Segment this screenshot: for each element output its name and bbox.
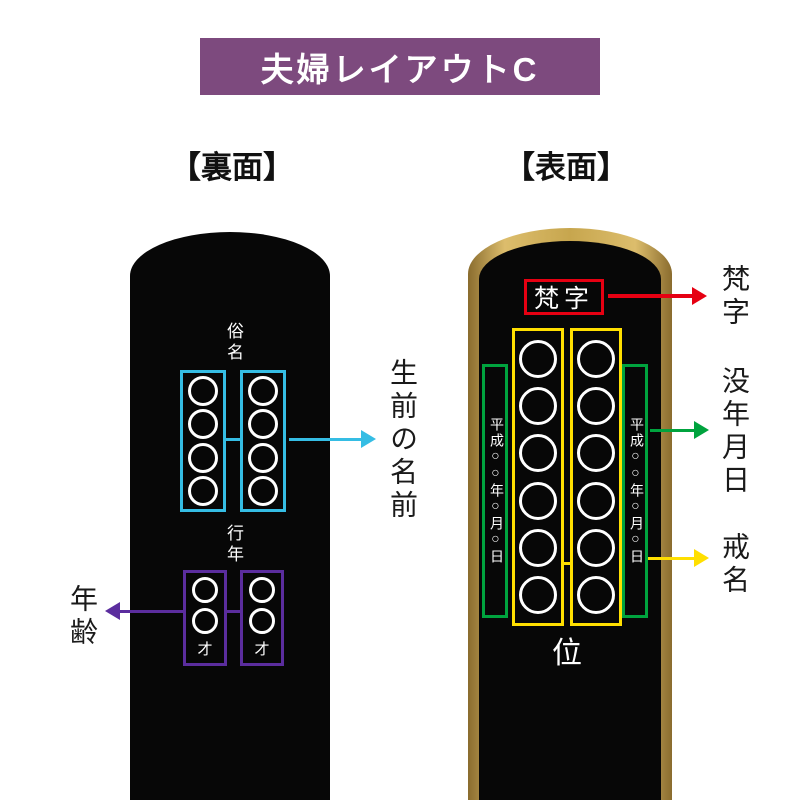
- name-char-placeholder: [188, 475, 218, 506]
- age-char-placeholder: [249, 607, 275, 634]
- back-side-heading: 【裏面】: [170, 150, 294, 185]
- secular-name-label: 俗名: [224, 322, 243, 364]
- kaimyo-char-placeholder: [519, 434, 557, 473]
- kaimyo-char-placeholder: [519, 340, 557, 379]
- cyan-connector-line: [226, 438, 240, 441]
- kaimyo-char-placeholder: [519, 387, 557, 426]
- red-arrow-line: [608, 294, 692, 298]
- bonji-box: 梵字: [524, 279, 604, 315]
- sai-label: 才: [197, 641, 213, 658]
- yellow-connector-line: [564, 562, 570, 565]
- name-char-placeholder: [248, 475, 278, 506]
- name-char-placeholder: [188, 409, 218, 440]
- kaimyo-char-placeholder: [519, 528, 557, 567]
- name-char-placeholder: [188, 376, 218, 407]
- kaimyo-char-placeholder: [577, 387, 615, 426]
- front-side-heading: 【表面】: [504, 150, 628, 185]
- age-char-placeholder: [249, 577, 275, 604]
- secular-name-box-right: [240, 370, 286, 512]
- age-box-right: 才: [240, 570, 284, 666]
- death-date-annotation: 没年月日: [719, 366, 750, 498]
- death-date-text: 平成○○年○月○日: [628, 417, 643, 565]
- death-date-column-left: 平成○○年○月○日: [482, 364, 508, 618]
- age-char-placeholder: [192, 577, 218, 604]
- purple-arrow-line: [120, 610, 183, 613]
- secular-name-box-left: [180, 370, 226, 512]
- cyan-arrowhead-icon: [361, 430, 376, 448]
- yellow-arrowhead-icon: [694, 549, 709, 567]
- name-char-placeholder: [248, 376, 278, 407]
- kaimyo-box-left: [512, 328, 564, 626]
- page-title: 夫婦レイアウトC: [200, 38, 600, 95]
- green-arrow-line: [650, 429, 694, 432]
- kaimyo-char-placeholder: [577, 575, 615, 614]
- kaimyo-char-placeholder: [519, 575, 557, 614]
- kaimyo-box-right: [570, 328, 622, 626]
- bonji-annotation: 梵字: [719, 264, 750, 330]
- kaimyo-char-placeholder: [577, 481, 615, 520]
- purple-connector-line: [227, 610, 240, 613]
- death-date-column-right: 平成○○年○月○日: [622, 364, 648, 618]
- rank-label: 位: [552, 637, 582, 670]
- name-char-placeholder: [248, 442, 278, 473]
- sai-label: 才: [254, 641, 270, 658]
- kaimyo-char-placeholder: [519, 481, 557, 520]
- name-char-placeholder: [188, 442, 218, 473]
- age-char-placeholder: [192, 607, 218, 634]
- cyan-arrow-line: [289, 438, 361, 441]
- age-at-death-label: 行年: [224, 524, 243, 566]
- death-date-text: 平成○○年○月○日: [488, 417, 503, 565]
- purple-arrowhead-icon: [105, 602, 120, 620]
- kaimyo-char-placeholder: [577, 434, 615, 473]
- red-arrowhead-icon: [692, 287, 707, 305]
- name-annotation: 生前の名前: [387, 358, 418, 523]
- kaimyo-char-placeholder: [577, 340, 615, 379]
- back-tablet: [130, 232, 330, 800]
- kaimyo-annotation: 戒名: [719, 532, 750, 598]
- age-box-left: 才: [183, 570, 227, 666]
- name-char-placeholder: [248, 409, 278, 440]
- age-annotation: 年齢: [67, 584, 98, 650]
- yellow-arrow-line: [648, 557, 694, 560]
- green-arrowhead-icon: [694, 421, 709, 439]
- kaimyo-char-placeholder: [577, 528, 615, 567]
